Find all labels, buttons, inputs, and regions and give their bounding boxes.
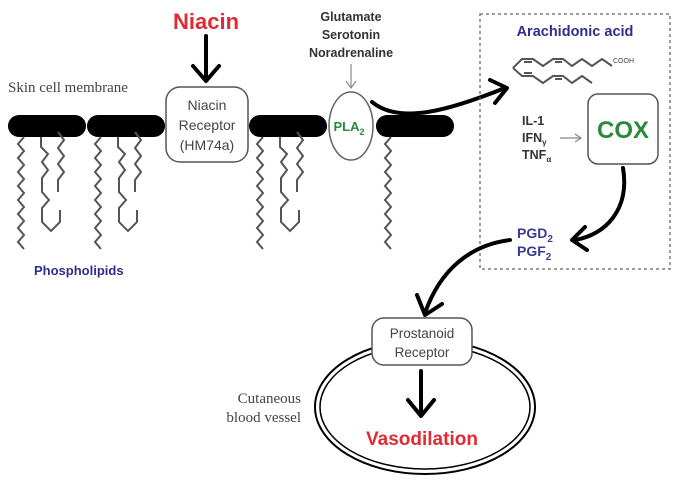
pgd2-label: PGD — [517, 225, 547, 241]
neurotransmitters: Glutamate Serotonin Noradrenaline — [309, 10, 393, 60]
glutamate-label: Glutamate — [320, 10, 381, 24]
svg-text:TNFα: TNFα — [522, 148, 551, 164]
pla2-to-arachidonic-arrow — [370, 78, 509, 116]
niacin-receptor-line1: Niacin — [188, 97, 227, 113]
prostanoid-receptor-line1: Prostanoid — [390, 326, 455, 341]
prostaglandin-to-receptor-arrow — [415, 238, 512, 317]
unsaturated-tail — [295, 131, 305, 192]
saturated-tail — [383, 136, 393, 250]
ifn-label: IFN — [522, 131, 542, 145]
saturated-tail — [93, 136, 103, 250]
niacin-arrow — [191, 34, 221, 83]
membrane-bars — [8, 115, 454, 137]
membrane-segment — [376, 115, 454, 137]
saturated-tail — [255, 136, 265, 250]
ifn-subscript: γ — [542, 138, 547, 147]
skin-membrane-label: Skin cell membrane — [8, 80, 128, 96]
vasodilation-label: Vasodilation — [366, 429, 478, 450]
phospholipid-tails — [16, 131, 393, 250]
saturated-tail — [16, 136, 26, 250]
receptor-to-vasodilation-arrow — [406, 369, 436, 418]
phospholipids-label: Phospholipids — [34, 263, 124, 278]
niacin-label: Niacin — [173, 9, 239, 34]
niacin-receptor: Niacin Receptor (HM74a) — [165, 86, 249, 163]
pgd2-subscript: 2 — [547, 234, 553, 245]
il1-label: IL-1 — [522, 114, 544, 128]
cytokines: IL-1 IFNγ TNFα — [522, 114, 551, 164]
niacin-receptor-line2: Receptor — [179, 117, 236, 133]
cox-to-prostaglandin-arrow — [570, 166, 627, 252]
svg-text:IFNγ: IFNγ — [522, 131, 547, 147]
blood-vessel-label-line1: Cutaneous — [238, 391, 301, 407]
tnf-label: TNF — [522, 148, 547, 162]
pla2-label: PLA — [333, 119, 360, 134]
cox-label: COX — [597, 117, 649, 144]
unsaturated-tail — [56, 131, 66, 192]
membrane-segment — [87, 115, 165, 137]
prostanoid-receptor-line2: Receptor — [395, 345, 450, 360]
cox-enzyme: COX — [587, 93, 659, 165]
membrane-segment — [8, 115, 86, 137]
membrane-segment — [249, 115, 327, 137]
svg-text:PGD2: PGD2 — [517, 225, 553, 245]
pgf2-subscript: 2 — [546, 252, 552, 263]
cooh-label: COOH — [613, 58, 634, 65]
niacin-receptor-line3: (HM74a) — [180, 137, 234, 153]
prostaglandins: PGD2 PGF2 — [517, 225, 553, 263]
serotonin-label: Serotonin — [322, 28, 380, 42]
arachidonic-pathway-box — [479, 13, 671, 270]
svg-text:PGF2: PGF2 — [517, 243, 552, 263]
noradrenaline-label: Noradrenaline — [309, 46, 393, 60]
blood-vessel-label-line2: blood vessel — [226, 410, 301, 426]
tnf-subscript: α — [546, 155, 551, 164]
neurotransmitter-arrow — [345, 64, 357, 90]
unsaturated-tail — [279, 137, 300, 233]
prostanoid-receptor: Prostanoid Receptor — [371, 317, 473, 366]
pla2-subscript: 2 — [359, 127, 364, 137]
svg-text:PLA2: PLA2 — [333, 119, 364, 137]
unsaturated-tail — [133, 131, 143, 192]
unsaturated-tail — [40, 137, 61, 233]
pla2-enzyme: PLA2 — [328, 91, 374, 161]
cytokine-arrow — [560, 133, 583, 143]
arachidonic-acid-structure: COOH — [512, 57, 634, 85]
svg-text:IL-1: IL-1 — [522, 114, 544, 128]
unsaturated-tail — [117, 137, 138, 233]
pgf2-label: PGF — [517, 243, 546, 259]
arachidonic-acid-label: Arachidonic acid — [517, 24, 634, 40]
